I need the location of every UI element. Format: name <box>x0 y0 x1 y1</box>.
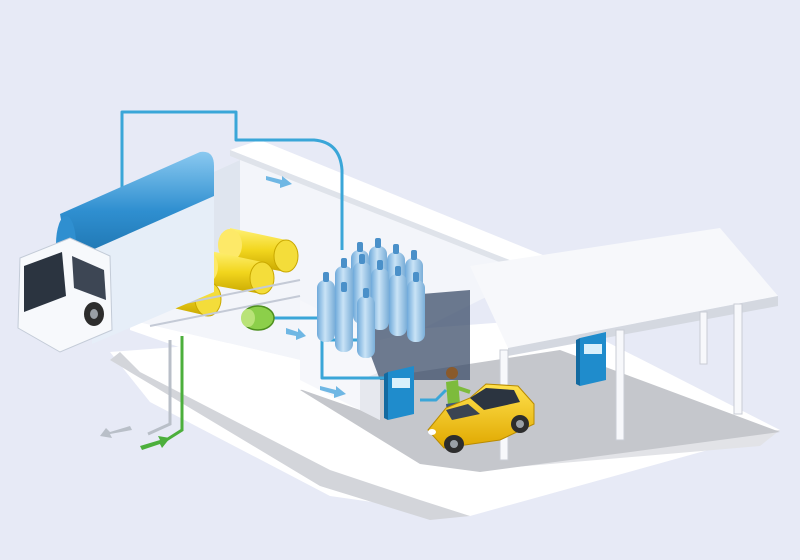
flow-arrow-up-right-icon <box>140 436 170 450</box>
gas-cylinder <box>335 282 353 352</box>
compressor <box>241 306 274 330</box>
fuel-dispenser <box>576 332 606 386</box>
gas-cylinder <box>317 272 335 342</box>
fuel-dispenser <box>384 366 414 420</box>
flow-arrow-up-left-icon <box>100 426 132 438</box>
gas-cylinder <box>357 288 375 358</box>
canopy-pillar <box>734 304 742 414</box>
canopy-pillar <box>616 330 624 440</box>
gas-cylinder <box>389 266 407 336</box>
gas-cylinder <box>407 272 425 342</box>
canopy-pillar <box>700 312 707 364</box>
